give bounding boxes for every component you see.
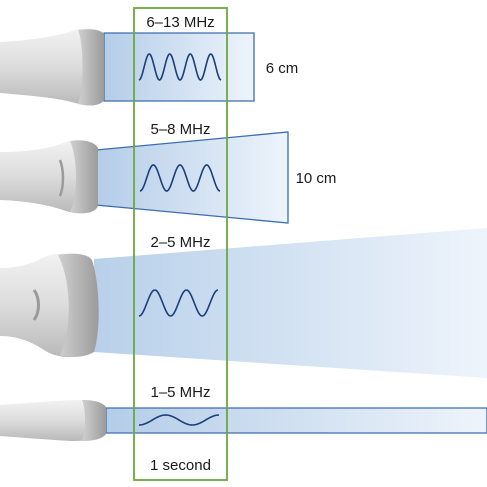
frequency-label-curvilinear: 2–5 MHz	[150, 234, 210, 251]
depth-label-linear-high: 6 cm	[266, 60, 299, 77]
wave-curvilinear	[138, 289, 219, 317]
beam-pencil	[105, 407, 487, 434]
probe-phased	[0, 140, 98, 214]
wave-pencil	[138, 414, 220, 426]
time-window-frame	[133, 7, 228, 481]
frequency-label-pencil: 1–5 MHz	[150, 384, 210, 401]
beam-linear-high	[103, 32, 255, 102]
wave-phased	[139, 164, 221, 192]
time-window-label: 1 second	[150, 457, 211, 474]
probe-pencil	[0, 400, 106, 441]
frequency-label-phased: 5–8 MHz	[150, 121, 210, 138]
beam-phased	[95, 131, 289, 224]
depth-label-phased: 10 cm	[296, 170, 337, 187]
probe-linear-high	[0, 28, 104, 106]
beam-curvilinear	[94, 228, 487, 378]
wave-linear-high	[138, 53, 222, 81]
probe-curvilinear	[0, 253, 99, 358]
frequency-label-linear-high: 6–13 MHz	[146, 14, 214, 31]
